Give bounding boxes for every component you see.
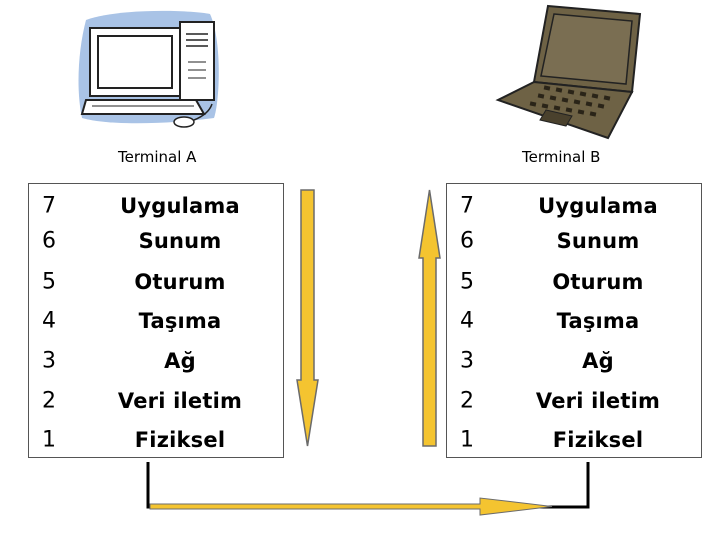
layer-number: 7: [42, 193, 56, 219]
up-arrow-icon: [418, 189, 441, 447]
layer-number: 2: [460, 388, 474, 414]
layer-name: Taşıma: [556, 309, 640, 333]
physical-connection-line: [146, 462, 590, 509]
layer-name: Veri iletim: [535, 389, 661, 413]
layer-name: Uygulama: [120, 194, 240, 218]
layer-number: 5: [460, 269, 474, 295]
layer-name: Oturum: [552, 270, 644, 294]
layer-number: 4: [42, 308, 56, 334]
layer-number: 6: [460, 228, 474, 254]
layer-number: 5: [42, 269, 56, 295]
osi-stack-terminal-b: 7 Uygulama 6 Sunum 5 Oturum 4 Taşıma 3 A…: [446, 183, 702, 458]
layer-name: Sunum: [138, 229, 222, 253]
osi-stack-terminal-a: 7 Uygulama 6 Sunum 5 Oturum 4 Taşıma 3 A…: [28, 183, 284, 458]
layer-number: 7: [460, 193, 474, 219]
terminal-a-label: Terminal A: [118, 148, 197, 166]
terminal-b-label: Terminal B: [522, 148, 601, 166]
right-arrow-icon: [149, 497, 553, 516]
layer-name: Ağ: [164, 349, 196, 373]
layer-number: 1: [42, 427, 56, 453]
layer-name: Fiziksel: [134, 428, 226, 452]
layer-number: 6: [42, 228, 56, 254]
layer-name: Oturum: [134, 270, 226, 294]
layer-name: Fiziksel: [552, 428, 644, 452]
layer-name: Sunum: [556, 229, 640, 253]
layer-name: Taşıma: [138, 309, 222, 333]
layer-name: Ağ: [582, 349, 614, 373]
layer-number: 3: [460, 348, 474, 374]
layer-number: 4: [460, 308, 474, 334]
layer-number: 1: [460, 427, 474, 453]
down-arrow-icon: [296, 189, 319, 447]
layer-name: Uygulama: [538, 194, 658, 218]
layer-name: Veri iletim: [117, 389, 243, 413]
layer-number: 2: [42, 388, 56, 414]
layer-number: 3: [42, 348, 56, 374]
